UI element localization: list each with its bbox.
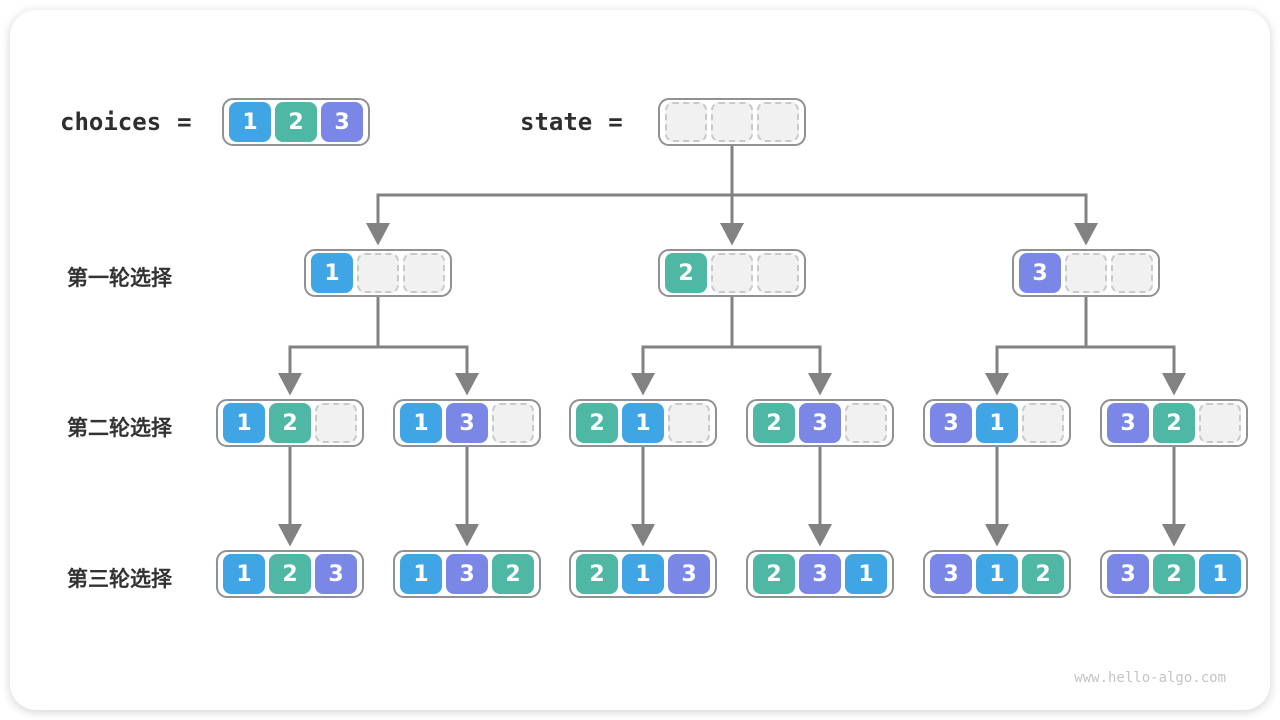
cell-value-1: 1 <box>976 554 1018 594</box>
choices-label: choices <box>60 108 162 136</box>
cell-value-3: 3 <box>446 403 488 443</box>
row-label-round-1: 第一轮选择 <box>67 267 172 290</box>
cell-empty <box>711 253 753 293</box>
cell-value-1: 1 <box>976 403 1018 443</box>
cell-value-3: 3 <box>799 554 841 594</box>
state-declaration: state = <box>520 98 623 146</box>
cell-value-2: 2 <box>576 554 618 594</box>
choices-declaration: choices = <box>60 98 192 146</box>
cell-value-3: 3 <box>315 554 357 594</box>
cell-empty <box>665 102 707 142</box>
cell-empty <box>357 253 399 293</box>
state-array-box <box>658 98 806 146</box>
cell-value-2: 2 <box>269 403 311 443</box>
cell-value-1: 1 <box>1199 554 1241 594</box>
cell-empty <box>711 102 753 142</box>
cell-value-1: 1 <box>223 554 265 594</box>
cell-empty <box>1199 403 1241 443</box>
cell-empty <box>845 403 887 443</box>
cell-value-3: 3 <box>446 554 488 594</box>
cell-value-2: 2 <box>275 102 317 142</box>
cell-value-1: 1 <box>622 554 664 594</box>
row-label-round-2: 第二轮选择 <box>67 417 172 440</box>
cell-empty <box>757 253 799 293</box>
cell-empty <box>492 403 534 443</box>
cell-value-2: 2 <box>1153 554 1195 594</box>
row-label-round-3: 第三轮选择 <box>67 568 172 591</box>
choices-equals-sign: = <box>177 108 192 136</box>
cell-value-3: 3 <box>930 554 972 594</box>
cell-value-3: 3 <box>1107 403 1149 443</box>
cell-empty <box>315 403 357 443</box>
cell-empty <box>1065 253 1107 293</box>
cell-value-3: 3 <box>799 403 841 443</box>
cell-empty <box>1022 403 1064 443</box>
cell-value-3: 3 <box>321 102 363 142</box>
cell-value-3: 3 <box>1019 253 1061 293</box>
cell-value-3: 3 <box>930 403 972 443</box>
cell-value-3: 3 <box>668 554 710 594</box>
cell-value-2: 2 <box>1022 554 1064 594</box>
connector-arrows <box>278 146 1186 547</box>
cell-value-2: 2 <box>576 403 618 443</box>
round-1-box-3: 3 <box>1012 249 1160 297</box>
state-equals-sign: = <box>608 108 623 136</box>
cell-value-1: 1 <box>229 102 271 142</box>
cell-value-2: 2 <box>492 554 534 594</box>
watermark: www.hello-algo.com <box>1074 670 1226 686</box>
cell-value-1: 1 <box>845 554 887 594</box>
cell-value-1: 1 <box>400 403 442 443</box>
cell-value-1: 1 <box>400 554 442 594</box>
cell-value-2: 2 <box>665 253 707 293</box>
cell-empty <box>403 253 445 293</box>
cell-value-2: 2 <box>269 554 311 594</box>
cell-value-1: 1 <box>311 253 353 293</box>
cell-value-1: 1 <box>223 403 265 443</box>
state-label: state <box>520 108 593 136</box>
cell-value-2: 2 <box>753 554 795 594</box>
cell-empty <box>1111 253 1153 293</box>
cell-value-1: 1 <box>622 403 664 443</box>
diagram-card: choices = state = 第一轮选择 第二轮选择 第三轮选择 www.… <box>10 10 1270 710</box>
cell-empty <box>668 403 710 443</box>
round-1-box-1: 1 <box>304 249 452 297</box>
round-1-box-2: 2 <box>658 249 806 297</box>
cell-empty <box>757 102 799 142</box>
cell-value-2: 2 <box>1153 403 1195 443</box>
cell-value-2: 2 <box>753 403 795 443</box>
cell-value-3: 3 <box>1107 554 1149 594</box>
